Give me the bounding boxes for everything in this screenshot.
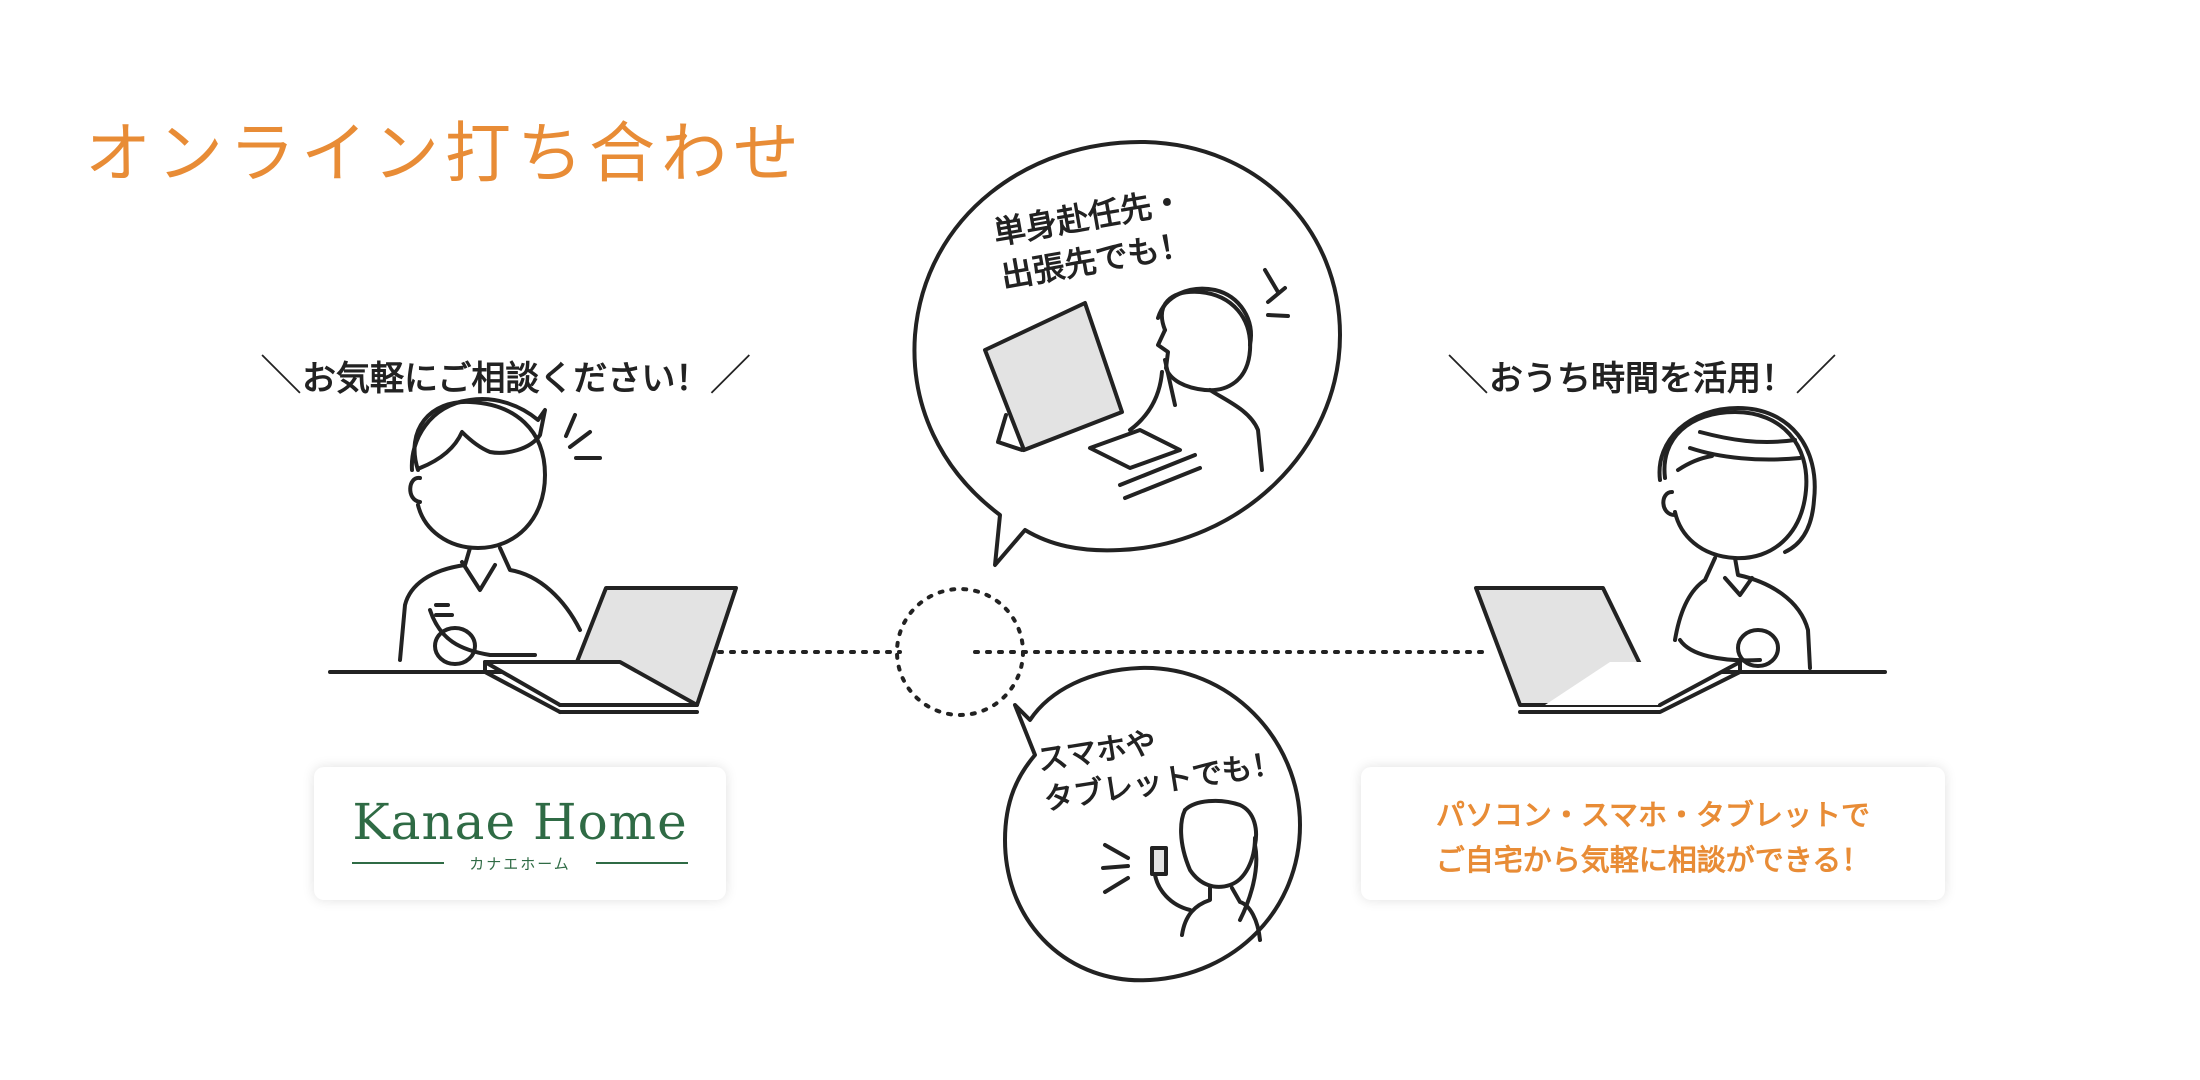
page-title: オンライン打ち合わせ	[85, 115, 805, 192]
slash-open: ＼	[1447, 351, 1490, 400]
right-woman-illustration	[1657, 406, 1817, 670]
logo-divider-right	[596, 862, 688, 864]
bottom-speech-bubble	[1003, 665, 1302, 983]
left-man-illustration	[398, 397, 602, 666]
info-line1: パソコン・スマホ・タブレットで	[1435, 798, 1871, 832]
left-caption: ＼お気軽にご相談ください！／	[260, 342, 751, 403]
logo-divider-left	[352, 862, 444, 864]
slash-open: ＼	[260, 351, 303, 400]
left-caption-text: お気軽にご相談ください！	[302, 359, 710, 399]
info-text: パソコン・スマホ・タブレットで ご自宅から気軽に相談ができる！	[1361, 793, 1945, 883]
slash-close: ／	[1795, 351, 1838, 400]
right-caption-text: おうち時間を活用！	[1489, 359, 1796, 399]
right-laptop	[1474, 586, 1742, 714]
right-caption: ＼おうち時間を活用！／	[1447, 342, 1837, 403]
slash-close: ／	[709, 351, 752, 400]
logo-name: Kanae Home	[352, 793, 688, 851]
left-laptop	[483, 586, 738, 714]
connection-line	[681, 587, 1492, 717]
info-card: パソコン・スマホ・タブレットで ご自宅から気軽に相談ができる！	[1361, 767, 1945, 900]
logo-kana: カナエホーム	[469, 855, 571, 873]
info-line2: ご自宅から気軽に相談ができる！	[1435, 843, 1871, 877]
logo-card: Kanae Home カナエホーム	[314, 767, 726, 900]
top-speech-bubble	[912, 139, 1342, 567]
